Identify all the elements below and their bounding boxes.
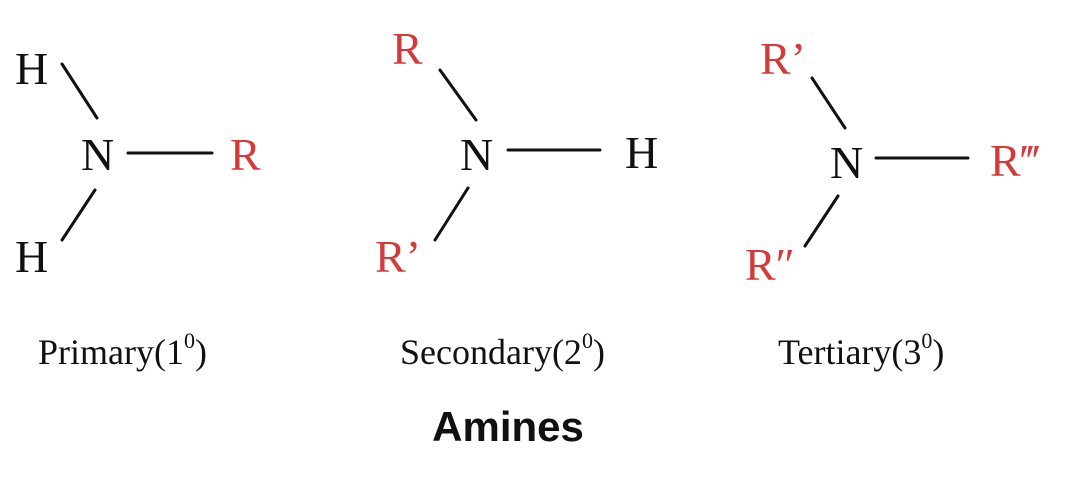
tertiary-caption: Tertiary(30) (778, 328, 944, 372)
secondary-n-atom: N (460, 129, 493, 180)
secondary-caption: Secondary(20) (400, 328, 605, 372)
primary-bond-h-top (60, 62, 99, 120)
tertiary-r-bottom-atom: R″ (745, 239, 795, 290)
secondary-h-atom: H (625, 127, 658, 178)
tertiary-n-atom: N (830, 137, 863, 188)
tertiary-amine-structure: R’ N R‴ R″ (745, 33, 1040, 290)
tertiary-r-top-atom: R’ (760, 33, 806, 84)
secondary-r-top-atom: R (392, 23, 423, 74)
primary-caption: Primary(10) (38, 328, 207, 372)
primary-caption-superscript: 0 (184, 328, 195, 353)
primary-n-atom: N (81, 129, 114, 180)
primary-r-atom: R (230, 129, 261, 180)
diagram-title: Amines (432, 403, 584, 450)
secondary-bond-r-bottom (433, 186, 470, 242)
secondary-bond-r-top (438, 68, 478, 122)
secondary-amine-structure: R N H R’ (375, 23, 658, 282)
tertiary-r-right-atom: R‴ (990, 135, 1040, 186)
tertiary-bond-r-top (810, 76, 847, 130)
primary-h-bottom-atom: H (15, 231, 48, 282)
primary-bond-h-bottom (60, 188, 97, 242)
primary-h-top-atom: H (15, 43, 48, 94)
secondary-r-bottom-atom: R’ (375, 231, 421, 282)
tertiary-caption-superscript: 0 (921, 328, 932, 353)
secondary-caption-superscript: 0 (582, 328, 593, 353)
tertiary-bond-r-bottom (803, 194, 840, 248)
primary-amine-structure: H N R H (15, 43, 261, 282)
